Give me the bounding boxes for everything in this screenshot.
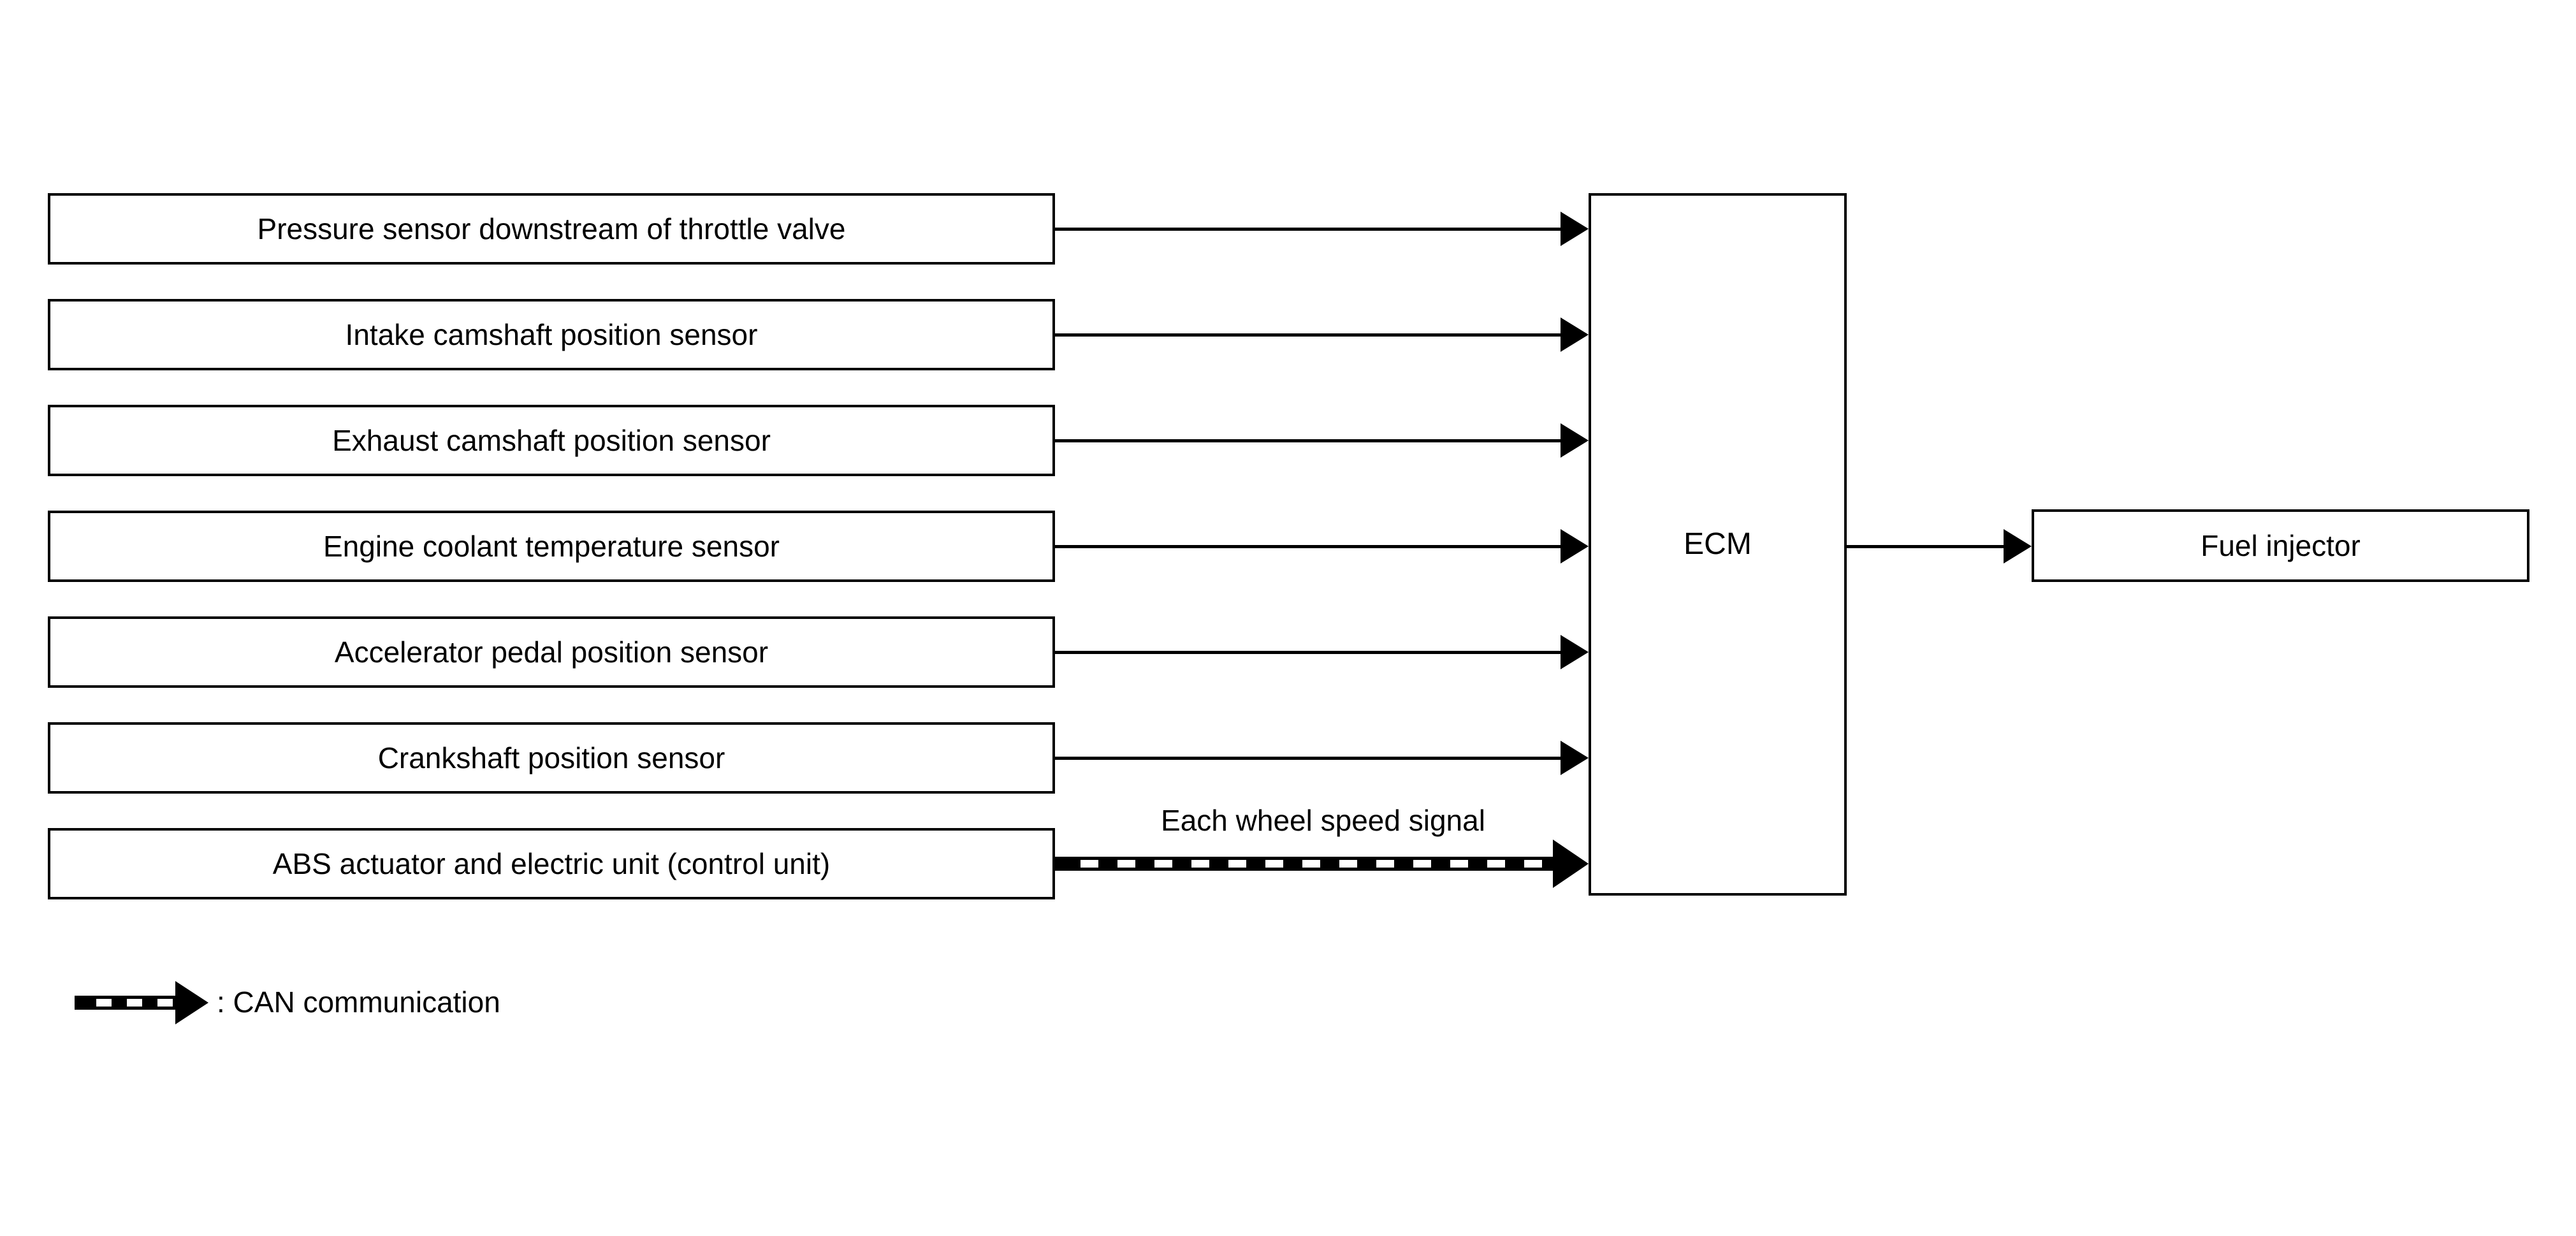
can-arrow-dashes bbox=[1061, 860, 1550, 868]
legend-can-arrow-dashes bbox=[81, 999, 173, 1007]
arrow-head-icon bbox=[1561, 635, 1589, 669]
box-coolant-temperature-sensor-label: Engine coolant temperature sensor bbox=[323, 529, 780, 563]
arrow-line-exhaust-to-ecm bbox=[1055, 439, 1561, 442]
arrow-line-ecm-to-fuel-injector bbox=[1847, 545, 2004, 548]
box-crankshaft-sensor-label: Crankshaft position sensor bbox=[377, 741, 725, 774]
box-exhaust-camshaft-sensor: Exhaust camshaft position sensor bbox=[48, 405, 1055, 476]
arrow-head-icon bbox=[1561, 212, 1589, 246]
box-abs-actuator-unit-label: ABS actuator and electric unit (control … bbox=[272, 847, 831, 880]
box-accelerator-pedal-sensor: Accelerator pedal position sensor bbox=[48, 616, 1055, 688]
arrow-head-icon bbox=[1561, 741, 1589, 775]
box-exhaust-camshaft-sensor-label: Exhaust camshaft position sensor bbox=[332, 423, 771, 457]
arrow-line-crankshaft-to-ecm bbox=[1055, 757, 1561, 760]
can-arrow-head-icon bbox=[1553, 840, 1589, 888]
box-abs-actuator-unit: ABS actuator and electric unit (control … bbox=[48, 828, 1055, 899]
arrow-line-accelerator-to-ecm bbox=[1055, 651, 1561, 654]
legend-can-arrow-head-icon bbox=[175, 981, 208, 1024]
box-crankshaft-sensor: Crankshaft position sensor bbox=[48, 722, 1055, 794]
arrow-head-icon bbox=[2004, 529, 2032, 563]
arrow-head-icon bbox=[1561, 529, 1589, 563]
box-intake-camshaft-sensor-label: Intake camshaft position sensor bbox=[345, 317, 758, 351]
box-fuel-injector-label: Fuel injector bbox=[2201, 528, 2361, 562]
wheel-speed-signal-label: Each wheel speed signal bbox=[1161, 804, 1485, 837]
arrow-line-coolant-to-ecm bbox=[1055, 545, 1561, 548]
box-ecm: ECM bbox=[1589, 193, 1847, 896]
can-arrow-bar-abs-to-ecm bbox=[1055, 857, 1553, 871]
arrow-head-icon bbox=[1561, 423, 1589, 458]
box-ecm-label: ECM bbox=[1684, 527, 1752, 561]
box-fuel-injector: Fuel injector bbox=[2032, 509, 2529, 582]
arrow-line-pressure-to-ecm bbox=[1055, 228, 1561, 231]
box-pressure-sensor: Pressure sensor downstream of throttle v… bbox=[48, 193, 1055, 265]
legend-can-arrow-bar bbox=[75, 996, 175, 1010]
arrow-line-intake-to-ecm bbox=[1055, 333, 1561, 337]
arrow-head-icon bbox=[1561, 317, 1589, 352]
box-intake-camshaft-sensor: Intake camshaft position sensor bbox=[48, 299, 1055, 370]
box-accelerator-pedal-sensor-label: Accelerator pedal position sensor bbox=[334, 635, 769, 669]
box-coolant-temperature-sensor: Engine coolant temperature sensor bbox=[48, 511, 1055, 582]
box-pressure-sensor-label: Pressure sensor downstream of throttle v… bbox=[257, 212, 846, 245]
legend-can-communication-label: : CAN communication bbox=[217, 985, 500, 1019]
